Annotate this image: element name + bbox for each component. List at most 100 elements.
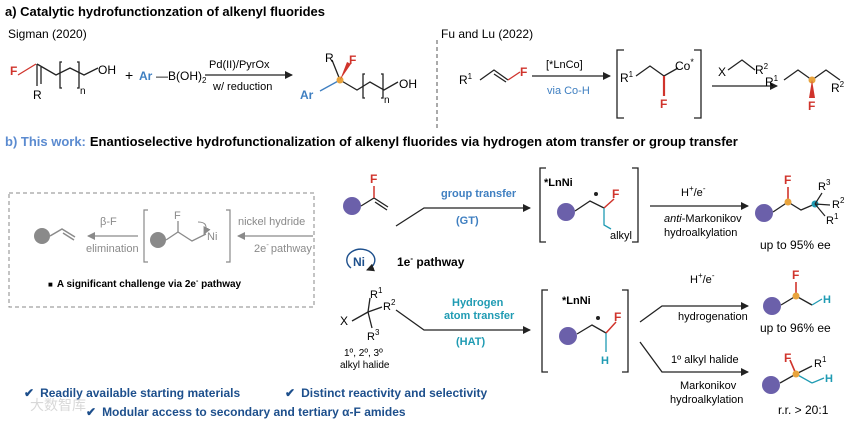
sigman-product-r: R bbox=[325, 51, 334, 65]
gt-int-alkyl: alkyl bbox=[610, 230, 632, 242]
hat-arrow bbox=[395, 309, 531, 334]
aryl-ar: Ar bbox=[139, 69, 153, 83]
sigman-f-wedge bbox=[340, 62, 351, 80]
center-x: X bbox=[340, 314, 348, 328]
fu-lu-prod-r1: R1 bbox=[765, 74, 779, 89]
gt-ee: up to 95% ee bbox=[760, 238, 831, 252]
two-e-pathway-label: 2e-pathway bbox=[254, 240, 312, 255]
hydrogenation-prod-f: F bbox=[792, 268, 799, 282]
two-electron-box bbox=[8, 192, 315, 308]
gt-lnni: *LnNi bbox=[544, 177, 573, 189]
center-ni: Ni bbox=[353, 255, 365, 269]
gray-ni: Ni bbox=[207, 231, 217, 243]
watermark: 大数智库 bbox=[30, 397, 86, 413]
section-b-title: b) This work:Enantioselective hydrofunct… bbox=[5, 134, 738, 149]
plus-sign: + bbox=[125, 67, 133, 83]
fu-lu-int-f: F bbox=[660, 97, 667, 111]
sigman-author: Sigman (2020) bbox=[8, 27, 87, 41]
hat-int-f: F bbox=[614, 310, 621, 324]
gt-label: group transfer bbox=[441, 188, 517, 200]
fu-lu-condition: via Co-H bbox=[547, 85, 590, 97]
gt-arrow-bottom-2: hydroalkylation bbox=[664, 227, 737, 239]
beta-f-elimination-product bbox=[34, 228, 76, 244]
gt-int-f: F bbox=[612, 187, 619, 201]
hat-lnni: *LnNi bbox=[562, 295, 591, 307]
hydroalkylation-prod-r1: R1 bbox=[814, 355, 827, 370]
hat-int-h: H bbox=[601, 355, 609, 367]
sigman-product-ar: Ar bbox=[300, 88, 314, 102]
fu-lu-f: F bbox=[520, 65, 527, 79]
hydroalkylation-product bbox=[762, 359, 825, 394]
hydroalkylation-label-2: hydroalkylation bbox=[670, 394, 743, 406]
boronic-acid: —B(OH)2 bbox=[156, 69, 207, 85]
center-f: F bbox=[370, 172, 377, 186]
gt-abbr: (GT) bbox=[456, 215, 479, 227]
hydrogenation-prod-h: H bbox=[823, 294, 831, 306]
substrate-oh: OH bbox=[98, 63, 116, 77]
hat-label-2: atom transfer bbox=[444, 310, 515, 322]
fu-lu-intermediate bbox=[635, 65, 679, 77]
hat-ee: up to 96% ee bbox=[760, 321, 831, 335]
sigman-condition: w/ reduction bbox=[212, 81, 272, 93]
hydrogenation-label: hydrogenation bbox=[678, 311, 748, 323]
hydroalkylation-top: 1º alkyl halide bbox=[671, 354, 739, 366]
sigman-product-f: F bbox=[349, 53, 356, 67]
section-a-title: a) Catalytic hydrofunctionzation of alke… bbox=[5, 4, 325, 19]
sigman-product bbox=[319, 59, 399, 99]
gt-prod-r1: R1 bbox=[826, 212, 839, 227]
halide-degree-label: 1º, 2º, 3º bbox=[344, 348, 383, 359]
gt-prod-r3: R3 bbox=[818, 178, 831, 193]
substrate-r: R bbox=[33, 88, 42, 102]
fu-lu-int-r1: R1 bbox=[620, 70, 634, 85]
check-item-3: ✔Modular access to secondary and tertiar… bbox=[86, 405, 406, 419]
fu-lu-author: Fu and Lu (2022) bbox=[441, 27, 533, 41]
hydroalkylation-prod-h: H bbox=[825, 373, 833, 385]
gt-arrow-bottom-1: anti-Markonikov bbox=[664, 213, 742, 225]
fu-lu-substrate bbox=[479, 69, 521, 83]
elimination-label: elimination bbox=[86, 243, 139, 255]
halide-type-label: alkyl halide bbox=[340, 360, 390, 371]
gt-intermediate bbox=[557, 192, 615, 230]
hat-bracket-left bbox=[541, 289, 548, 373]
hydroalkylation-label-1: Markonikov bbox=[680, 380, 737, 392]
fu-lu-f-wedge bbox=[809, 80, 815, 98]
nickel-hydride-label: nickel hydride bbox=[238, 216, 305, 228]
hat-bracket-right bbox=[622, 289, 629, 373]
gt-product bbox=[755, 187, 831, 222]
sigman-product-oh: OH bbox=[399, 77, 417, 91]
center-r1: R1 bbox=[370, 286, 383, 301]
alkyl-nickel-intermediate bbox=[150, 221, 211, 248]
substrate-n: n bbox=[80, 86, 86, 97]
hydrogenation-top: H+/e- bbox=[690, 271, 715, 286]
gt-prod-f: F bbox=[784, 173, 791, 187]
sigman-product-n: n bbox=[384, 95, 390, 106]
center-alkenyl-fluoride bbox=[343, 186, 389, 215]
hat-intermediate bbox=[559, 316, 617, 352]
alkyl-halide-reagent bbox=[727, 59, 756, 71]
hat-abbr: (HAT) bbox=[456, 336, 485, 348]
gt-prod-r2: R2 bbox=[832, 196, 845, 211]
fu-lu-prod-f: F bbox=[808, 99, 815, 113]
fu-lu-bracket-left bbox=[616, 49, 624, 119]
fu-lu-int-co: Co* bbox=[675, 57, 694, 73]
gt-arrow bbox=[395, 204, 531, 227]
gt-arrow-top: H+/e- bbox=[681, 184, 706, 199]
check-item-1: ✔Readily available starting materials bbox=[24, 386, 240, 400]
fu-lu-prod-r2: R2 bbox=[831, 80, 845, 95]
regio-ratio: r.r. > 20:1 bbox=[778, 403, 829, 417]
alkenyl-fluoride-substrate bbox=[17, 61, 99, 89]
gt-bracket-right bbox=[632, 167, 639, 243]
fu-lu-bracket-right bbox=[694, 49, 702, 119]
hat-label-1: Hydrogen bbox=[452, 297, 504, 309]
sigman-catalyst: Pd(II)/PyrOx bbox=[209, 59, 270, 71]
fu-lu-r1: R1 bbox=[459, 72, 473, 87]
hydroalkylation-prod-f: F bbox=[784, 351, 791, 365]
center-alkyl-halide bbox=[351, 297, 383, 329]
gray-f: F bbox=[174, 210, 181, 222]
hydroalkylation-arrow bbox=[639, 341, 749, 376]
gray-bracket-left bbox=[143, 209, 148, 263]
reagent-r2: R2 bbox=[755, 62, 769, 77]
center-r3: R3 bbox=[367, 328, 380, 343]
hydrogenation-product bbox=[763, 282, 823, 315]
substrate-f: F bbox=[10, 64, 17, 78]
